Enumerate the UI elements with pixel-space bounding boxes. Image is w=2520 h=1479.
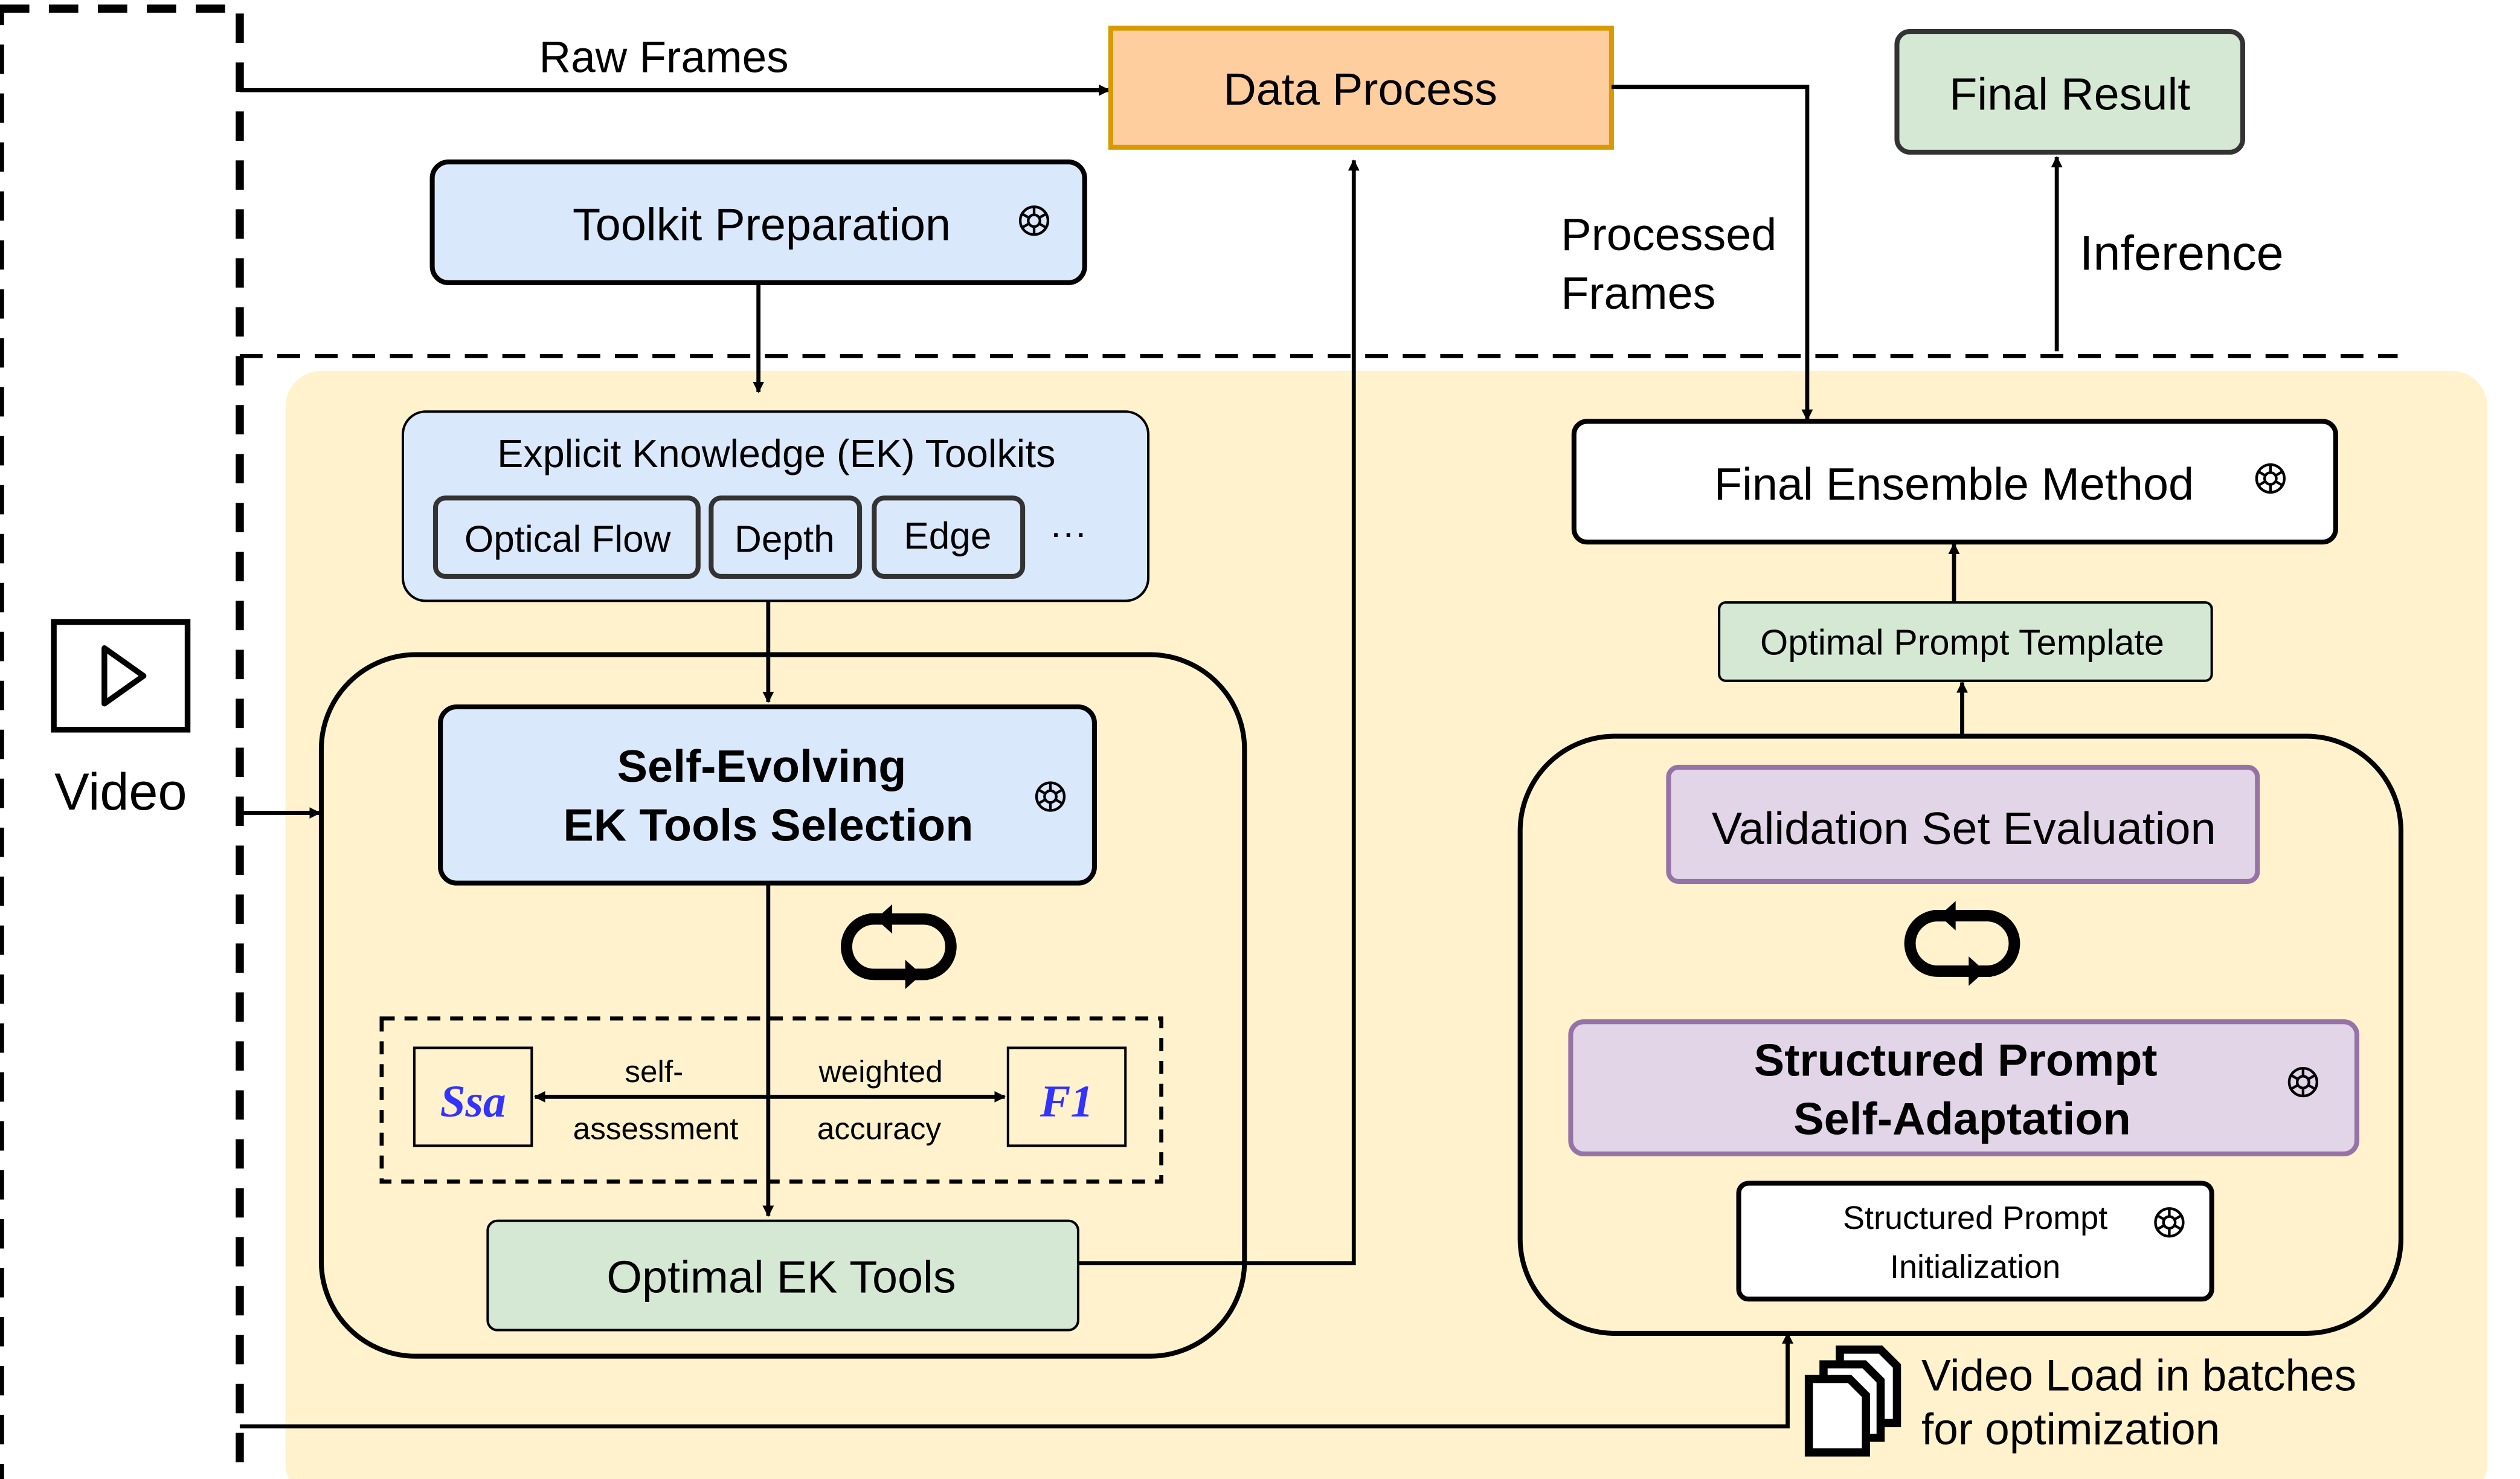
self-evolving-label-2: EK Tools Selection	[563, 800, 973, 851]
f1-box	[1006, 1046, 1127, 1147]
weighted-accuracy-label-1: weighted	[818, 1054, 943, 1089]
structured-prompt-label-2: Self-Adaptation	[1793, 1094, 2131, 1144]
left-loop-container	[318, 652, 1247, 1359]
optical-flow-label: Optical Flow	[464, 518, 671, 560]
processed-frames-label-1: Processed	[1561, 210, 1776, 260]
structured-init-box	[1736, 1181, 2214, 1302]
structured-init-label-1: Structured Prompt	[1843, 1200, 2107, 1236]
self-assessment-label-2: assessment	[573, 1112, 739, 1146]
structured-prompt-label-1: Structured Prompt	[1754, 1035, 2158, 1086]
more-ellipsis: ···	[1050, 512, 1087, 554]
video-load-arrow	[239, 1332, 1794, 1429]
edge-chip	[872, 495, 1026, 579]
final-ensemble-box	[1571, 419, 2338, 545]
inference-label: Inference	[2080, 226, 2284, 280]
structured-prompt-box	[1568, 1019, 2360, 1156]
weighted-accuracy-label-2: accuracy	[817, 1112, 942, 1146]
validation-set-box	[1666, 764, 2260, 884]
toolkit-preparation-label: Toolkit Preparation	[573, 200, 951, 251]
optimal-prompt-template-box	[1718, 601, 2213, 682]
final-result-label: Final Result	[1949, 69, 2190, 120]
final-result-box	[1894, 29, 2245, 155]
ssa-label: Ssa	[440, 1077, 506, 1127]
documents-icon	[1804, 1345, 1901, 1457]
optimal-ek-tools-box	[486, 1219, 1079, 1332]
data-process-label: Data Process	[1223, 65, 1497, 115]
ek-toolkits-title: Explicit Knowledge (EK) Toolkits	[497, 431, 1055, 475]
optical-flow-chip	[432, 495, 701, 579]
edge-label: Edge	[904, 515, 991, 557]
video-dashed-frame	[0, 4, 244, 1479]
ek-tools-to-data-process-arrow	[1078, 159, 1360, 1266]
raw-frames-label: Raw Frames	[539, 33, 788, 82]
self-evolving-label-1: Self-Evolving	[617, 741, 907, 792]
f1-label: F1	[1040, 1077, 1093, 1127]
video-load-label-1: Video Load in batches	[1921, 1351, 2356, 1400]
final-ensemble-label: Final Ensemble Method	[1714, 459, 2194, 510]
self-assessment-label-1: self-	[625, 1054, 683, 1089]
ssa-box	[413, 1046, 533, 1147]
validation-set-label: Validation Set Evaluation	[1712, 804, 2216, 854]
right-loop-container	[1517, 733, 2403, 1336]
depth-chip	[709, 495, 863, 579]
optimal-ek-tools-label: Optimal EK Tools	[606, 1252, 956, 1303]
optimal-prompt-template-label: Optimal Prompt Template	[1760, 622, 2164, 663]
processed-frames-label-2: Frames	[1561, 268, 1715, 319]
processed-frames-arrow	[1611, 85, 1813, 421]
video-load-label-2: for optimization	[1921, 1405, 2220, 1454]
structured-init-label-2: Initialization	[1890, 1249, 2060, 1285]
play-icon	[51, 619, 191, 733]
scoring-dashed-box	[379, 1016, 1164, 1184]
data-process-box	[1108, 25, 1614, 150]
self-evolving-box	[438, 704, 1097, 886]
depth-label: Depth	[734, 518, 835, 560]
video-label: Video	[54, 763, 187, 821]
